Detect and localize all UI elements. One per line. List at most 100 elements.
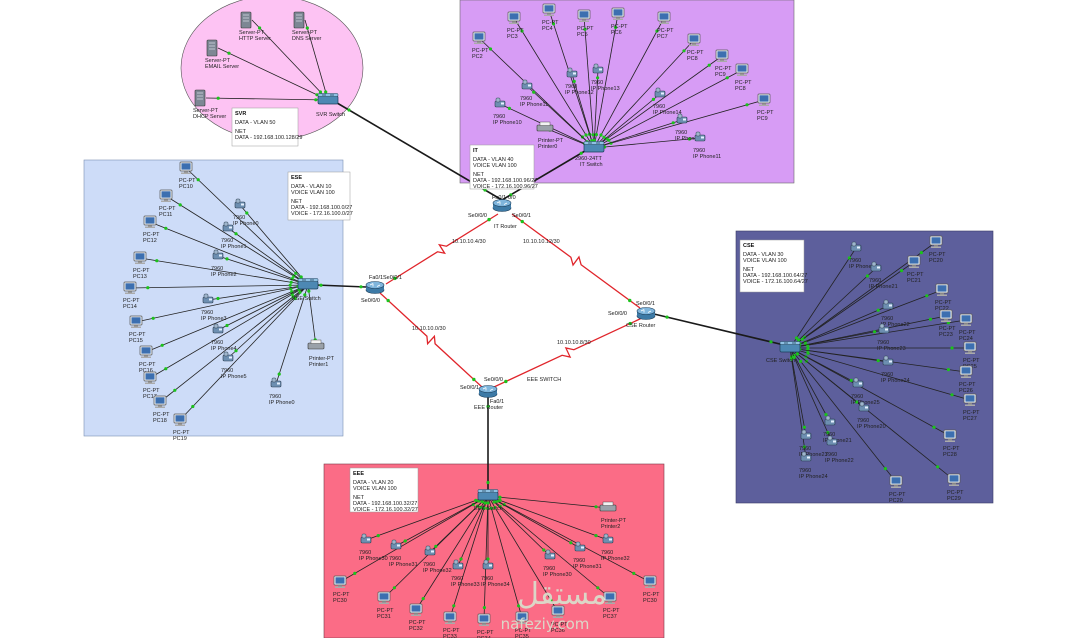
port-status-dot xyxy=(769,340,773,344)
it-phone-7-label: 7960 xyxy=(693,148,705,154)
lan-links xyxy=(129,9,971,621)
port-status-dot xyxy=(298,290,302,294)
eee-router[interactable]: EEE Router Se0/0/1 Se0/0/0 Fa0/1 xyxy=(460,377,504,411)
cse-pc-8-label: PC-PT xyxy=(963,410,980,416)
it-router-port-se0: Se0/0/0 xyxy=(468,213,487,219)
ese-switch[interactable] xyxy=(297,278,319,290)
eee-switch[interactable] xyxy=(477,489,499,501)
it-zone-note-box xyxy=(469,144,535,190)
port-status-dot xyxy=(160,343,164,347)
ese-pc-8-label: PC17 xyxy=(143,394,157,400)
eee-pc-5[interactable]: PC-PTPC34 xyxy=(477,613,494,638)
ese-router[interactable]: Fa0/1 Se0/0/0 Se0/0/1 xyxy=(361,275,402,304)
cse-switch[interactable] xyxy=(779,341,801,353)
it-router[interactable]: IT Router Fa0/1 0/0 Se0/0/0 Se0/0/1 xyxy=(468,195,531,230)
eee-pc-6-label: PC35 xyxy=(515,634,529,638)
svr-switch[interactable] xyxy=(317,93,339,105)
cse-router[interactable]: CSE Router Se0/0/1 Se0/0/0 xyxy=(608,301,656,329)
it-switch[interactable] xyxy=(583,141,605,153)
server-2-label: Server-PT xyxy=(292,30,318,36)
it-phone-1-label: 7960 xyxy=(493,114,505,120)
